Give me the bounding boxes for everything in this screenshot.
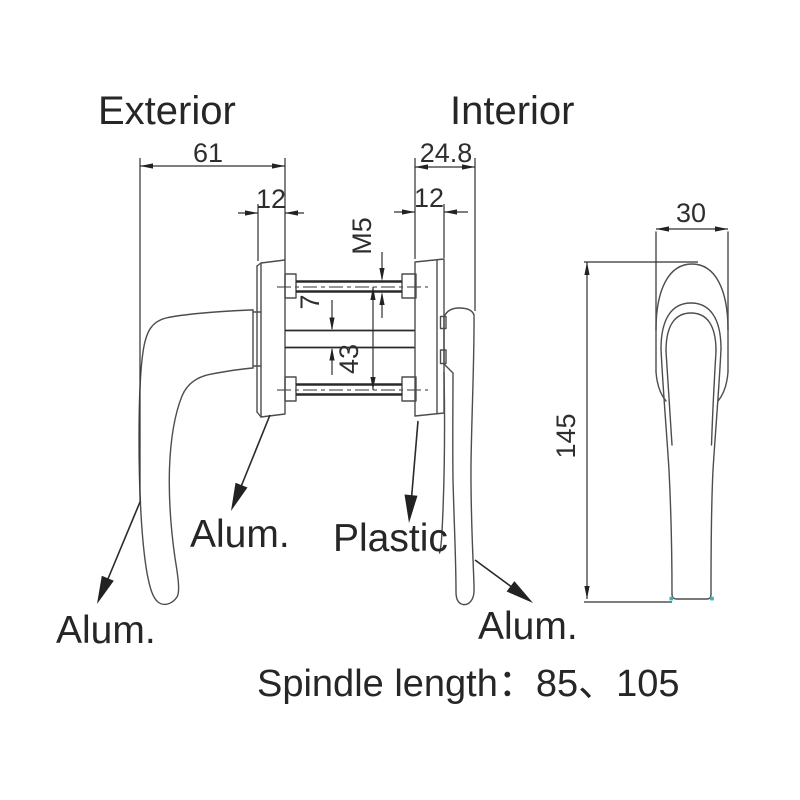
- dimension-12-interior: 12: [394, 183, 468, 258]
- material-callout-exterior-handle: Alum.: [56, 501, 156, 652]
- snap-marker-right: [710, 596, 714, 601]
- dim-label-12-ext: 12: [256, 184, 286, 214]
- snap-marker-left: [669, 596, 674, 601]
- dimension-7: 7: [295, 294, 335, 375]
- exterior-view-title: Exterior: [98, 89, 236, 133]
- material-label-exterior-handle: Alum.: [56, 609, 156, 652]
- fixing-bolt-bottom: [277, 376, 428, 402]
- spindle-length-note: Spindle length：85、105: [257, 663, 680, 705]
- dimension-145: 145: [551, 261, 698, 603]
- exterior-handle-side-view: [138, 309, 262, 606]
- dim-label-30: 30: [676, 198, 706, 228]
- material-label-interior-handle: Alum.: [478, 605, 578, 648]
- material-callout-exterior-base: Alum.: [190, 414, 290, 556]
- dim-label-24-8: 24.8: [420, 138, 473, 168]
- material-callout-interior-base: Plastic: [333, 420, 448, 560]
- dimension-24-8: 24.8: [414, 138, 476, 311]
- dimension-43: 43: [334, 287, 376, 390]
- dim-label-43: 43: [334, 344, 364, 374]
- dim-label-m5: M5: [347, 217, 377, 255]
- interior-handle-side-view: [438, 307, 475, 606]
- material-label-exterior-base: Alum.: [190, 513, 290, 556]
- dim-label-145: 145: [551, 413, 581, 458]
- fixing-bolt-top: [277, 273, 428, 299]
- material-callout-interior-handle: Alum.: [474, 559, 578, 648]
- spindle-bar: [285, 329, 415, 349]
- dimension-12-exterior: 12: [238, 184, 304, 261]
- dim-label-61: 61: [193, 138, 223, 168]
- dimension-61: 61: [139, 138, 286, 502]
- dim-label-7: 7: [295, 294, 325, 309]
- dimension-m5: M5: [347, 217, 385, 318]
- handle-front-view: [655, 231, 729, 601]
- dimension-30: 30: [656, 198, 728, 232]
- exterior-rose-plate: [256, 259, 286, 418]
- dim-label-12-int: 12: [414, 183, 444, 213]
- material-label-interior-base: Plastic: [333, 517, 448, 560]
- interior-rose-plate: [414, 258, 445, 417]
- front-view-dome: [655, 263, 729, 331]
- interior-view-title: Interior: [450, 89, 575, 133]
